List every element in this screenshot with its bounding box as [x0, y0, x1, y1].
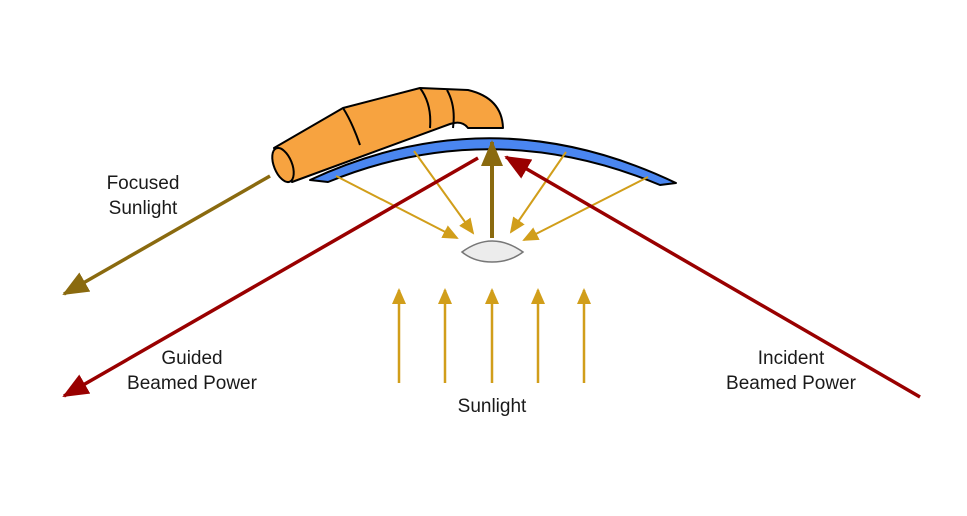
reflected-ray	[522, 176, 649, 241]
sunlight-label: Sunlight	[458, 396, 527, 417]
incoming-sunlight-rays	[392, 288, 591, 383]
reflected-ray	[413, 150, 475, 235]
reflected-rays	[335, 150, 649, 241]
incident-beamed-power-label-1: Incident	[758, 348, 825, 369]
collection-pipe	[271, 87, 504, 184]
focused-sunlight-arrow	[62, 174, 271, 296]
receiver-lens	[460, 240, 525, 263]
focused-sunlight-label-1: Focused	[107, 173, 180, 194]
incident-beamed-power-arrow	[504, 155, 921, 399]
incident-beamed-power-label-2: Beamed Power	[726, 373, 857, 394]
guided-beamed-power-label-2: Beamed Power	[127, 373, 258, 394]
curved-mirror	[309, 137, 677, 186]
reflected-ray	[509, 151, 567, 234]
guided-beamed-power-label-1: Guided	[161, 348, 222, 369]
reflected-ray	[335, 175, 459, 239]
focused-sunlight-label-2: Sunlight	[109, 198, 178, 219]
guided-beamed-power-arrow	[62, 156, 479, 398]
